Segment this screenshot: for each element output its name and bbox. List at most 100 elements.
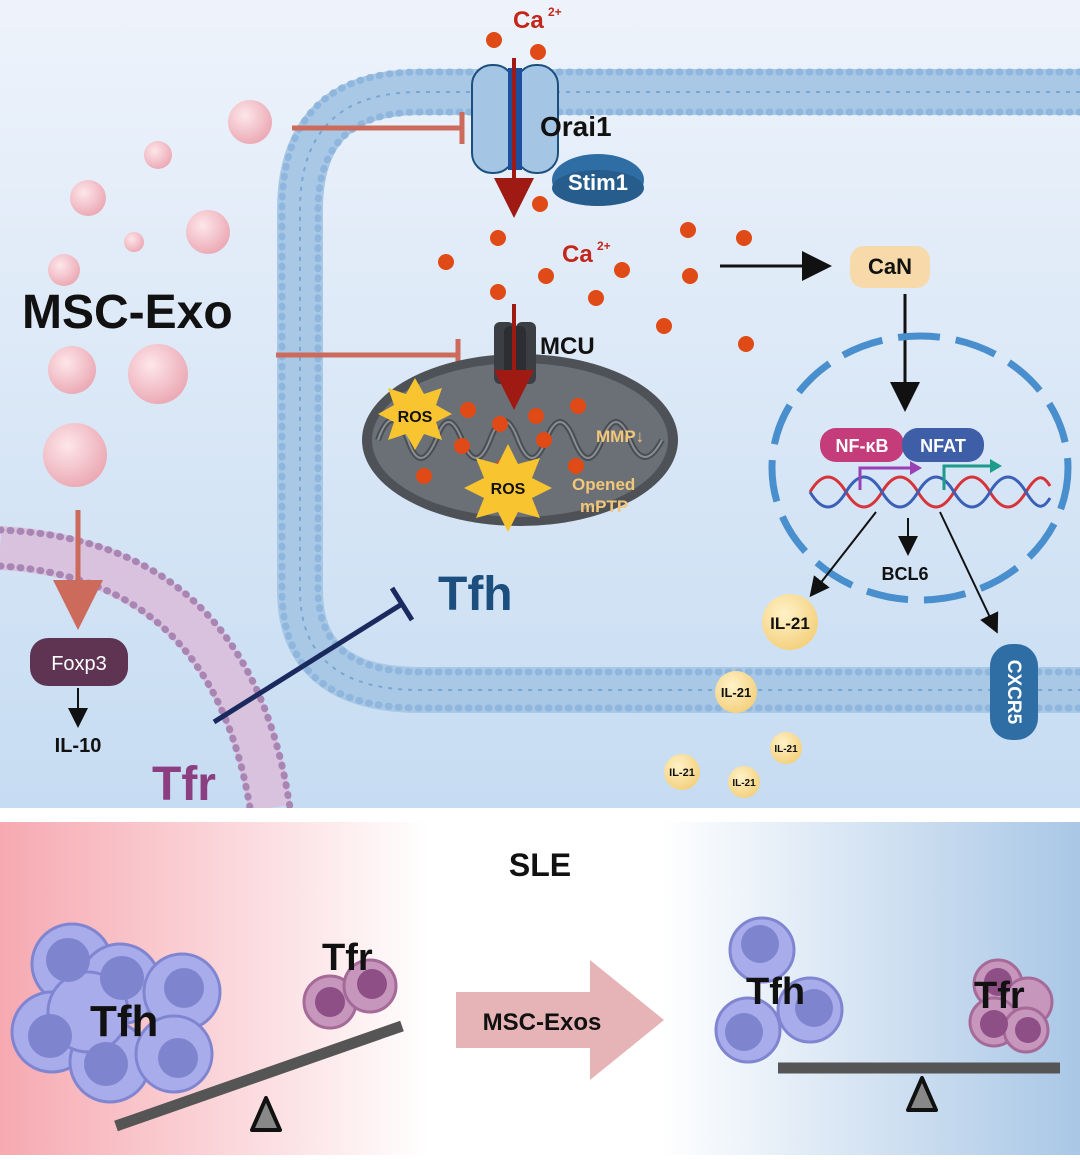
arrow-to-il21 (809, 511, 877, 598)
calcium-ion (486, 32, 502, 48)
svg-text:2+: 2+ (548, 5, 562, 19)
calcium-ion (614, 262, 630, 278)
tfr-cell-cluster-treated (968, 958, 1054, 1054)
tfr-cell-membrane (0, 526, 294, 812)
mptp-label: mPTP (580, 497, 628, 516)
stim1-protein: Stim1 (552, 154, 644, 206)
calcium-ion (528, 408, 544, 424)
svg-text:IL-21: IL-21 (669, 767, 695, 779)
calcium-ion (738, 336, 754, 352)
svg-text:MSC-Exos: MSC-Exos (483, 1009, 602, 1036)
exosome (48, 254, 80, 286)
exosome (144, 141, 172, 169)
sle-title: SLE (509, 847, 571, 883)
tfr-cell-label: Tfr (152, 758, 216, 811)
calcium-ion (736, 230, 752, 246)
calcium-ion (492, 416, 508, 432)
calcium-label-cytosol: Ca 2+ (562, 239, 611, 268)
calcium-ions (438, 32, 754, 352)
il21-particle: IL-21 (664, 754, 700, 790)
svg-text:ROS: ROS (398, 409, 433, 426)
tfh-cell-membrane (277, 68, 1080, 713)
nfkb-promoter-arrow (858, 461, 922, 490)
calcium-ion (538, 268, 554, 284)
inhibition-orai1 (292, 112, 465, 144)
bcl6-label: BCL6 (881, 564, 928, 584)
calcium-ion (460, 402, 476, 418)
svg-text:IL-21: IL-21 (721, 685, 751, 700)
arrow-to-cxcr5 (939, 511, 999, 634)
exosome (70, 180, 106, 216)
exosome (186, 210, 230, 254)
tfh-cell-label: Tfh (438, 568, 513, 621)
nucleus-envelope (768, 332, 1072, 604)
calcium-ion (438, 254, 454, 270)
svg-text:Foxp3: Foxp3 (51, 653, 107, 675)
svg-text:IL-21: IL-21 (770, 614, 810, 633)
balance-beam-tilted (114, 1020, 404, 1132)
tfr-label-disease: Tfr (322, 937, 373, 979)
nfat-promoter-arrow (942, 459, 1002, 490)
nfkb-box: NF-κB (820, 428, 904, 462)
calcium-ion (656, 318, 672, 334)
nfat-box: NFAT (902, 428, 984, 462)
il21-particle: IL-21 (728, 766, 760, 798)
calcium-ion (682, 268, 698, 284)
il21-particle: IL-21 (715, 671, 757, 713)
balance-fulcrum-icon (906, 1076, 938, 1112)
tfh-label-disease: Tfh (90, 997, 158, 1046)
calcium-ion (454, 438, 470, 454)
can-box: CaN (850, 246, 930, 288)
cxcr5-receptor: CXCR5 (990, 644, 1038, 740)
svg-text:CXCR5: CXCR5 (1003, 660, 1024, 725)
calcium-ion (490, 284, 506, 300)
il21-particle: IL-21 (762, 594, 818, 650)
tfh-cell-cluster-disease (10, 922, 222, 1104)
exosome-cluster (43, 100, 272, 487)
stim1-label: Stim1 (568, 170, 628, 195)
calcium-label-top: Ca 2+ (513, 5, 562, 34)
calcium-ion (588, 290, 604, 306)
dna-helix (808, 475, 1052, 509)
tfr-label-treated: Tfr (974, 975, 1025, 1017)
tfr-inhibition-of-tfh (212, 586, 415, 725)
svg-text:ROS: ROS (491, 481, 526, 498)
mmp-label: MMP↓ (596, 427, 644, 446)
calcium-ion (570, 398, 586, 414)
balance-fulcrum-icon (250, 1096, 282, 1132)
exosome (128, 344, 188, 404)
exosome (43, 423, 107, 487)
svg-text:2+: 2+ (597, 239, 611, 253)
calcium-ion (416, 468, 432, 484)
mitochondrion: MMP↓ Opened mPTP (362, 354, 678, 526)
calcium-ion (532, 196, 548, 212)
treatment-arrow: MSC-Exos (456, 960, 664, 1080)
svg-text:CaN: CaN (868, 254, 912, 279)
il10-label: IL-10 (55, 735, 102, 757)
svg-text:IL-21: IL-21 (774, 744, 798, 755)
panel-separator (0, 808, 1080, 822)
svg-text:NF-κB: NF-κB (835, 436, 888, 456)
exosome (48, 346, 96, 394)
orai1-label: Orai1 (540, 111, 612, 142)
mcu-label: MCU (540, 333, 595, 360)
tfh-cell-cluster-treated (714, 916, 844, 1064)
svg-text:IL-21: IL-21 (732, 778, 756, 789)
foxp3-box: Foxp3 (30, 638, 128, 686)
svg-text:Ca: Ca (562, 241, 593, 268)
tfr-cell-cluster-disease (302, 958, 398, 1030)
calcium-ion (536, 432, 552, 448)
calcium-ion (568, 458, 584, 474)
calcium-ion (680, 222, 696, 238)
calcium-ion (530, 44, 546, 60)
svg-text:Ca: Ca (513, 7, 544, 34)
il21-particle: IL-21 (770, 732, 802, 764)
ros-burst: ROS (464, 444, 552, 532)
opened-label: Opened (572, 475, 635, 494)
exosome (228, 100, 272, 144)
ros-burst: ROS (378, 378, 452, 450)
tfh-label-treated: Tfh (746, 971, 805, 1013)
msc-exo-label: MSC-Exo (22, 286, 233, 339)
exosome (124, 232, 144, 252)
